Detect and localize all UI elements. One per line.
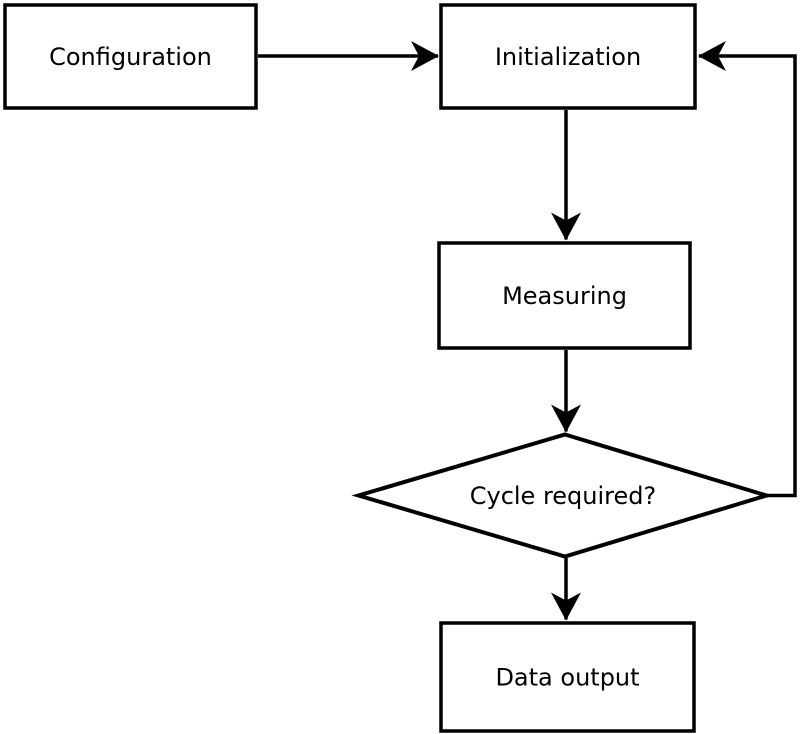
node-measuring: Measuring: [437, 241, 692, 350]
edge-cycle-required-to-initialization-feedback: [698, 41, 797, 498]
measuring-label: Measuring: [502, 282, 627, 310]
data-output-box: [439, 621, 696, 733]
configuration-label: Configuration: [49, 43, 212, 71]
node-cycle-required: Cycle required?: [351, 432, 774, 559]
data-output-label: Data output: [495, 663, 639, 691]
cycle-required-diamond: [351, 432, 774, 559]
node-data-output: Data output: [439, 621, 696, 733]
cycle-required-label: Cycle required?: [470, 482, 657, 510]
measuring-box: [437, 241, 692, 350]
initialization-label: Initialization: [495, 43, 641, 71]
node-configuration: Configuration: [3, 3, 258, 110]
initialization-box: [439, 3, 697, 110]
node-initialization: Initialization: [439, 3, 697, 110]
configuration-box: [3, 3, 258, 110]
